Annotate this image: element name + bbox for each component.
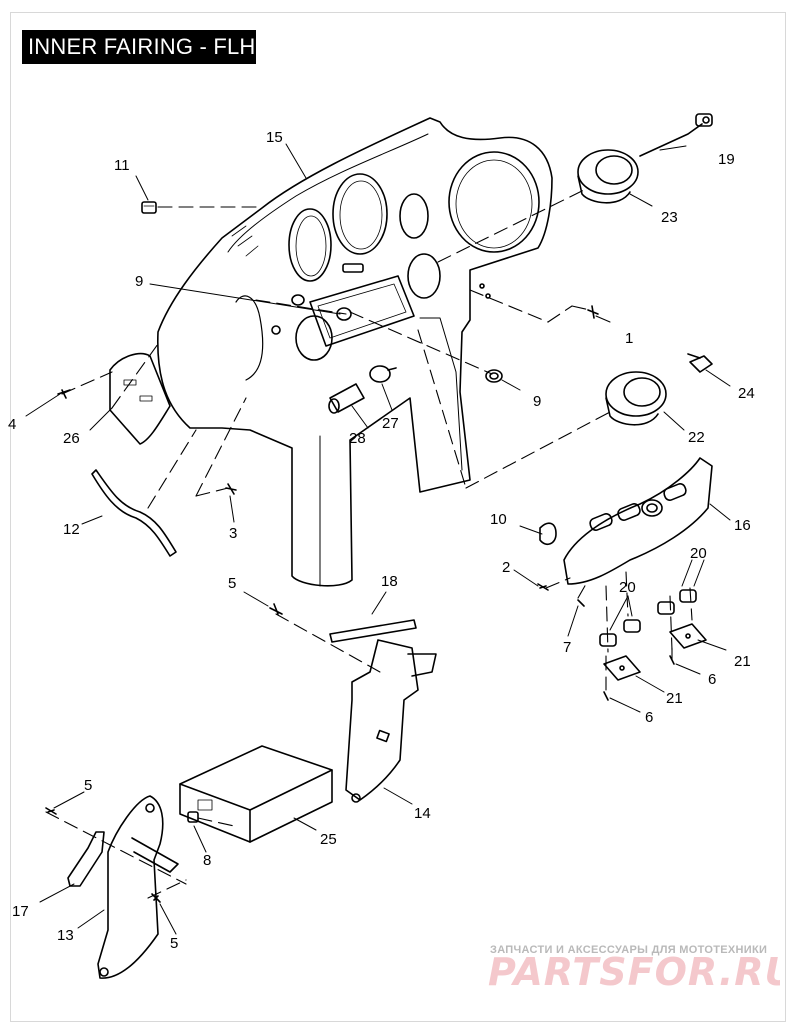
cover-plate-26: [109, 352, 171, 445]
callout-23: 23: [661, 209, 678, 226]
grommet-right: [485, 369, 503, 383]
callout-16: 16: [734, 517, 751, 534]
callout-8: 8: [203, 852, 211, 869]
callout-6-left: 6: [645, 709, 653, 726]
callout-leaders: [25, 143, 731, 935]
callout-19: 19: [718, 151, 735, 168]
trim-strip-12: [91, 469, 177, 557]
callout-27: 27: [382, 415, 399, 432]
callout-3: 3: [229, 525, 237, 542]
callout-5-mid: 5: [84, 777, 92, 794]
callout-7: 7: [563, 639, 571, 656]
callout-18: 18: [381, 573, 398, 590]
screw-3: [225, 483, 237, 495]
callout-15: 15: [266, 129, 283, 146]
watermark-logo: PARTSFOR.RU: [488, 950, 780, 992]
page-title: INNER FAIRING - FLHT: [22, 30, 256, 64]
callout-labels: 1 2 3 4 5 5 5 6 6 7 8 9 9 10 11 12 13 14…: [8, 129, 755, 952]
page-frame: [10, 12, 786, 1022]
callout-9-right: 9: [533, 393, 541, 410]
support-rod-18: [329, 619, 417, 643]
connector-24: [687, 353, 713, 373]
brace-17: [67, 831, 105, 887]
screw-4: [57, 389, 71, 399]
speaker-lower: [605, 371, 667, 426]
assembly-leader-lines: [45, 187, 693, 899]
knob-27: [369, 365, 397, 383]
switch-cap-20-left: [599, 619, 641, 647]
callout-25: 25: [320, 831, 337, 848]
screw-6-left: [603, 691, 609, 701]
mount-bracket-14: [345, 639, 437, 803]
screw-6-right: [669, 655, 675, 665]
callout-22: 22: [688, 429, 705, 446]
callout-20-right: 20: [690, 545, 707, 562]
callout-5-top: 5: [228, 575, 236, 592]
switch-cap-20-right: [657, 589, 697, 615]
bezel-clip-10: [539, 522, 557, 546]
callout-26: 26: [63, 430, 80, 447]
callout-1: 1: [625, 330, 633, 347]
watermark-caption: ЗАПЧАСТИ И АКСЕССУАРЫ ДЛЯ МОТОТЕХНИКИ: [490, 944, 768, 956]
callout-12: 12: [63, 521, 80, 538]
control-housing-16: [563, 457, 713, 585]
speaker-upper: [577, 149, 639, 204]
screw-2: [537, 583, 549, 591]
callout-10: 10: [490, 511, 507, 528]
lower-bracket-13: [97, 795, 179, 979]
screw-5-mid: [45, 807, 57, 815]
screw-5-top: [269, 603, 283, 615]
switch-bracket-21-right: [669, 623, 707, 649]
antenna-wire-lead: [639, 113, 713, 157]
callout-9-left: 9: [135, 273, 143, 290]
callout-2: 2: [502, 559, 510, 576]
callout-5-low: 5: [170, 935, 178, 952]
callout-21-right: 21: [734, 653, 751, 670]
inner-fairing-shell: [156, 117, 553, 587]
callout-4: 4: [8, 416, 16, 433]
radio-module-25: [179, 745, 333, 843]
callout-17: 17: [12, 903, 29, 920]
callout-24: 24: [738, 385, 755, 402]
callout-13: 13: [57, 927, 74, 944]
callout-28: 28: [349, 430, 366, 447]
screw-1: [587, 305, 599, 319]
clip-8: [187, 811, 199, 823]
callout-20-left: 20: [619, 579, 636, 596]
switch-28: [328, 383, 365, 414]
switch-bracket-21-left: [603, 655, 641, 681]
clip-11: [141, 201, 157, 214]
screw-7: [577, 599, 585, 607]
callout-6-right: 6: [708, 671, 716, 688]
callout-14: 14: [414, 805, 431, 822]
callout-11: 11: [114, 157, 130, 174]
callout-21-left: 21: [666, 690, 683, 707]
